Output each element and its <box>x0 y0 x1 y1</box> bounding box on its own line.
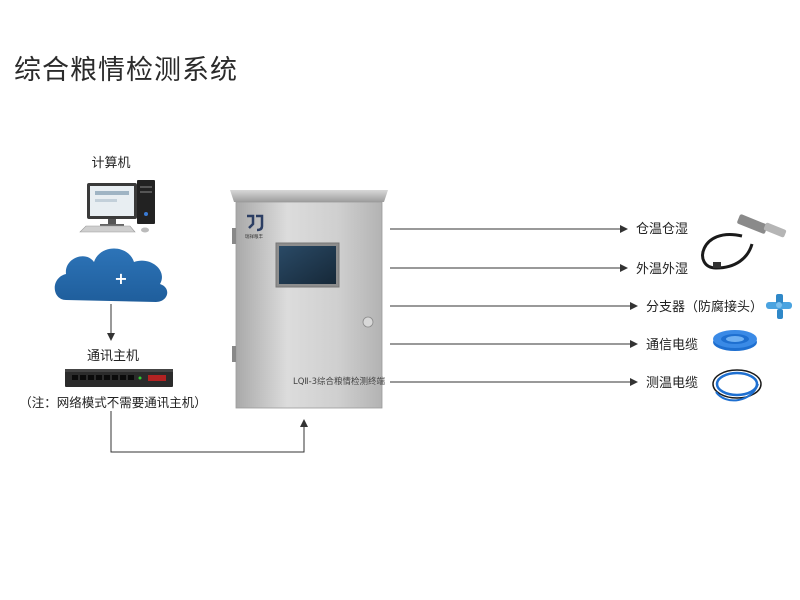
host-note: （注：网络模式不需要通讯主机） <box>19 395 207 410</box>
output-label: 仓温仓湿 <box>636 222 688 237</box>
host-label: 通讯主机 <box>87 349 139 364</box>
branch-connector-icon <box>766 294 792 319</box>
cable-coil-icon <box>712 369 762 402</box>
cabinet-logo-text: 瑞祥粮丰 <box>245 233 263 240</box>
cloud-icon: + <box>54 248 168 302</box>
output-label: 分支器（防腐接头） <box>646 299 763 315</box>
cabinet-model-label: LQⅡ-3综合粮情检测终端 <box>293 376 386 387</box>
output-label: 外温外湿 <box>636 262 688 277</box>
output-label: 测温电缆 <box>646 375 698 391</box>
computer-icon <box>79 180 155 233</box>
cable-coil-icon <box>713 330 757 351</box>
computer-label: 计算机 <box>91 156 130 171</box>
comm-host-icon <box>65 369 173 387</box>
humidity-probe-icon <box>701 214 787 270</box>
svg-text:+: + <box>114 269 127 288</box>
control-cabinet <box>230 190 388 409</box>
output-label: 通信电缆 <box>646 337 698 353</box>
cabinet-logo <box>247 214 264 232</box>
page-title: 综合粮情检测系统 <box>14 55 238 86</box>
host-to-cabinet-arrow <box>110 411 308 453</box>
